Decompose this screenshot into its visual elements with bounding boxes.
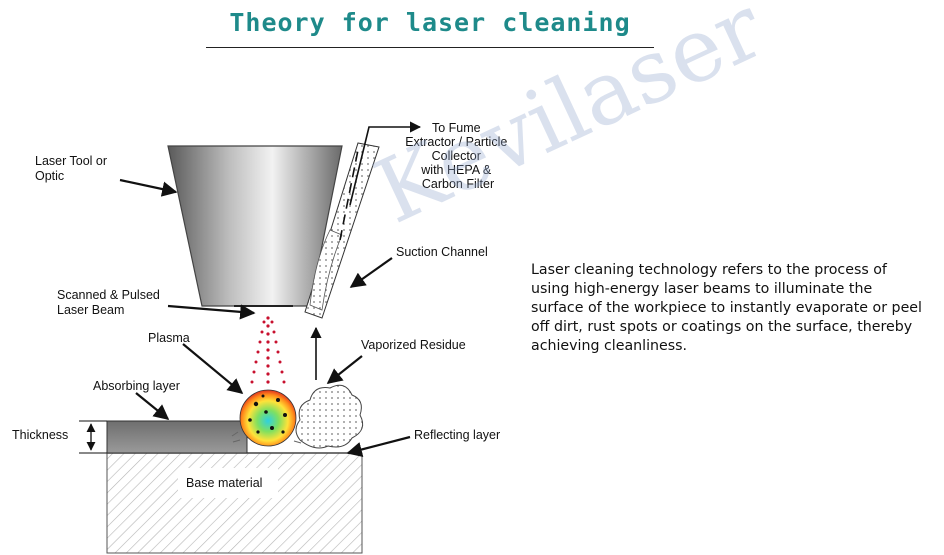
absorbing-layer [106, 420, 248, 454]
plasma-ball [231, 389, 303, 447]
label-base-material: Base material [186, 476, 262, 490]
label-suction-channel: Suction Channel [396, 245, 488, 259]
description-text: Laser cleaning technology refers to the … [531, 262, 922, 354]
label-vaporized-residue: Vaporized Residue [361, 338, 466, 352]
label-thickness: Thickness [12, 428, 68, 442]
label-plasma: Plasma [148, 331, 190, 345]
label-fume-extractor: To Fume Extractor / Particle Collector w… [405, 121, 511, 191]
label-laser-tool: Laser Tool or Optic [35, 154, 111, 183]
vaporized-residue-cloud [295, 384, 364, 449]
label-absorbing-layer: Absorbing layer [93, 379, 180, 393]
suction-channel [304, 121, 422, 319]
laser-beam [250, 316, 286, 384]
page-title: Theory for laser cleaning [229, 8, 631, 37]
leader-lines [119, 178, 411, 457]
label-scanned-laser-beam: Scanned & Pulsed Laser Beam [57, 288, 163, 317]
title-underline [206, 47, 654, 48]
label-reflecting-layer: Reflecting layer [414, 428, 500, 442]
base-material [106, 452, 363, 554]
thickness-indicator [79, 420, 107, 454]
